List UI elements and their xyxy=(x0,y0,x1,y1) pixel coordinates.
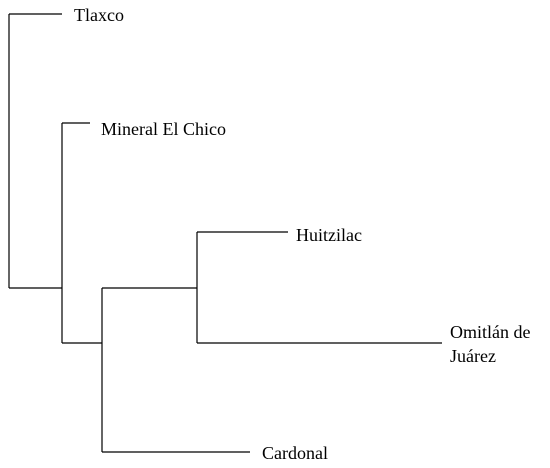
leaf-label-huitzilac: Huitzilac xyxy=(296,225,362,245)
leaf-label-cardonal: Cardonal xyxy=(262,443,328,463)
leaf-label-tlaxco: Tlaxco xyxy=(74,5,124,25)
leaf-label-omitlan-line1: Omitlán de xyxy=(450,322,530,342)
leaf-label-mineral-el-chico: Mineral El Chico xyxy=(101,119,226,139)
leaf-label-omitlan-line2: Juárez xyxy=(450,346,496,366)
